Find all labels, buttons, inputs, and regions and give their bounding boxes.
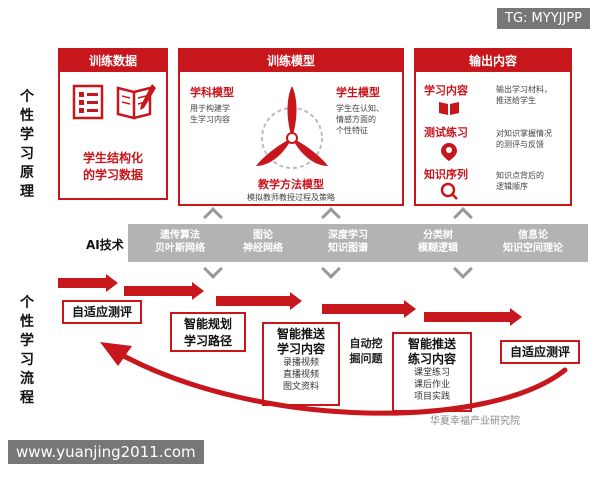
output-row-test-desc: 对知识掌握情况 的测评与反馈 xyxy=(496,129,552,149)
arrow-right-icon xyxy=(404,300,416,318)
magnifier-icon xyxy=(440,182,458,204)
flow-bar xyxy=(124,286,194,296)
student-model: 学生模型 学生在认知、 情感方面的 个性特征 xyxy=(336,86,384,135)
training-model-title: 训练模型 xyxy=(180,50,402,72)
checklist-icon xyxy=(72,84,104,124)
training-data-panel: 训练数据 学生结构化 的学习数据 xyxy=(58,48,168,200)
output-row-test-practice: 测试练习 xyxy=(424,126,468,139)
ai-item: 遗传算法贝叶斯网络 xyxy=(155,230,205,254)
training-model-panel: 训练模型 学科模型 用于构建学 生学习内容 学生模型 学生在认知、 情感方面的 … xyxy=(178,48,404,206)
flow-bar xyxy=(322,304,406,314)
step-auto-mine-problems: 自动挖 掘问题 xyxy=(349,337,383,365)
output-title: 输出内容 xyxy=(416,50,570,72)
chevron-down-icon xyxy=(203,259,223,279)
watermark: 华夏幸福产业研究院 xyxy=(430,416,520,427)
principle-label: 个 性 学 习 原 理 xyxy=(20,89,34,200)
ai-item: 信息论知识空间理论 xyxy=(503,230,563,254)
process-label: 个 性 学 习 流 程 xyxy=(20,295,34,406)
step-plan-learning-path: 智能规划 学习路径 xyxy=(170,312,246,352)
output-panel: 输出内容 学习内容 输出学习材料， 推送给学生 测试练习 对知识掌握情况 的测评… xyxy=(414,48,572,206)
training-data-body: 学生结构化 的学习数据 xyxy=(82,151,143,182)
flow-bar xyxy=(424,312,512,322)
flow-bar xyxy=(216,296,292,306)
arrow-right-icon xyxy=(290,292,302,310)
location-pin-icon xyxy=(440,142,458,166)
propeller-icon xyxy=(252,80,332,176)
step-push-learning-content: 智能推送 学习内容 录播视频 直播视频 图文资料 xyxy=(262,322,340,406)
url-tag: www.yuanjing2011.com xyxy=(8,440,204,464)
output-row-sequence-desc: 知识点背后的 逻辑顺序 xyxy=(496,171,544,191)
output-row-learning-content: 学习内容 xyxy=(424,84,468,97)
training-data-title: 训练数据 xyxy=(60,50,166,72)
ai-item: 图论神经网络 xyxy=(243,230,283,254)
ai-technology-bar: 遗传算法贝叶斯网络 图论神经网络 深度学习知识图谱 分类树模糊逻辑 信息论知识空… xyxy=(128,224,588,262)
flow-bar xyxy=(58,278,108,288)
arrow-right-icon xyxy=(510,308,522,326)
step-adaptive-assessment-1: 自适应测评 xyxy=(62,300,142,324)
top-right-tag: TG: MYYJJPP xyxy=(497,8,590,29)
output-row-learning-desc: 输出学习材料， 推送给学生 xyxy=(496,85,552,105)
output-row-knowledge-sequence: 知识序列 xyxy=(424,168,468,181)
ai-item: 深度学习知识图谱 xyxy=(328,230,368,254)
ai-item: 分类树模糊逻辑 xyxy=(418,230,458,254)
step-push-practice-content: 智能推送 练习内容 课堂练习 课后作业 项目实践 xyxy=(392,332,472,412)
chevron-down-icon xyxy=(453,259,473,279)
return-arrow-icon xyxy=(100,342,568,416)
subject-model: 学科模型 用于构建学 生学习内容 xyxy=(190,86,234,124)
step-adaptive-assessment-2: 自适应测评 xyxy=(500,340,580,364)
arrow-right-icon xyxy=(106,274,118,292)
ai-label: AI技术 xyxy=(86,238,124,252)
book-open-icon xyxy=(438,100,460,120)
teaching-model: 教学方法模型 模拟教师教授过程及策略 xyxy=(247,178,335,202)
arrow-right-icon xyxy=(192,282,204,300)
chevron-down-icon xyxy=(321,259,341,279)
book-icon xyxy=(114,82,158,126)
